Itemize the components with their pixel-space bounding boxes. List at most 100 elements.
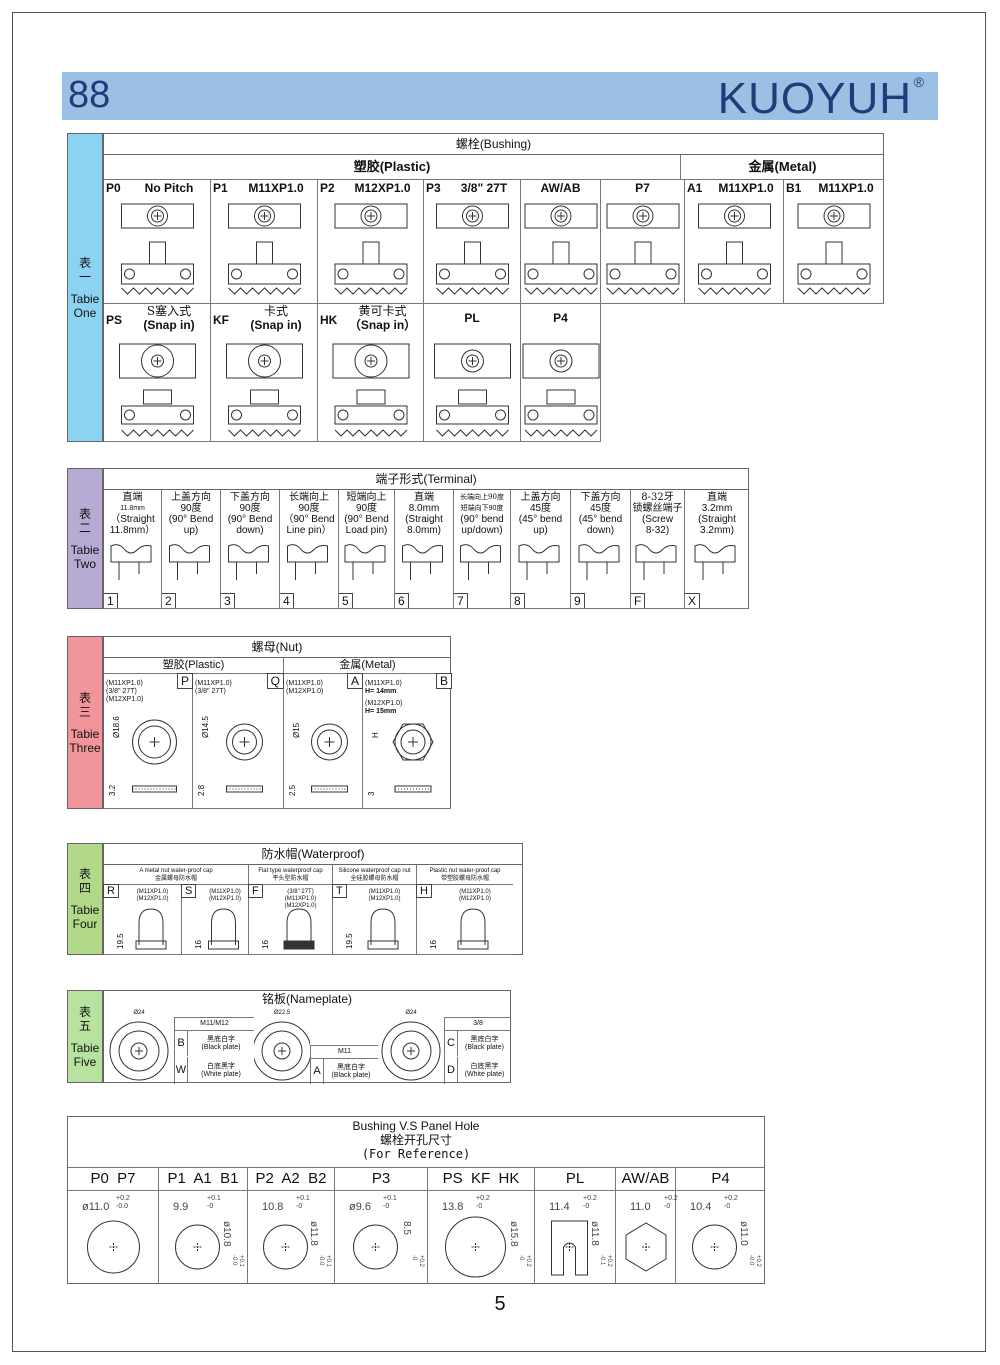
terminal-code: 3 <box>221 593 235 608</box>
bushing-name: M11XP1.0 <box>248 181 304 195</box>
snapin-label: 黄可卡式（Snap in） <box>342 304 423 332</box>
terminal-l1: 45度 <box>589 503 612 514</box>
panel-hole-dim2: ø11.0 <box>738 1221 749 1246</box>
bushing-name: M12XP1.0 <box>354 181 411 195</box>
table6-title-en: Bushing V.S Panel Hole <box>352 1119 480 1133</box>
bushing-code: P1 <box>213 181 228 195</box>
nut-code: A <box>346 673 363 689</box>
nut-spec-text: (M11XP1.0) (M12XP1.0) <box>286 680 324 695</box>
table3-side-label: 表三 Tabie Three <box>67 636 103 809</box>
panel-hole-tol2: +0.2 -0.0 <box>748 1255 761 1267</box>
panel-hole-drawing <box>692 1224 737 1270</box>
bushing-cell: AW/AB <box>521 180 601 304</box>
waterproof-code: H <box>416 884 432 898</box>
panel-hole-header: P1 A1 B1 <box>159 1167 248 1191</box>
panel-hole-drawing <box>625 1222 667 1272</box>
nut-height: 3 <box>367 791 376 796</box>
nut-height: 2.5 <box>288 784 297 796</box>
nameplate-option-cn: 黑底白字 <box>470 1036 499 1043</box>
page-header: 88 KUOYUH ® <box>62 72 938 123</box>
snapin-cell: P4 <box>521 304 601 442</box>
terminal-l1: 90度 <box>180 503 202 514</box>
terminal-drawing <box>518 544 560 580</box>
table5-side-label: 表五 Tabie Five <box>67 990 103 1083</box>
nut-spec1: (M11XP1.0) <box>365 680 402 687</box>
table3-nut: 螺母(Nut) 塑胶(Plastic) 金属(Metal) P(M11XP1.0… <box>103 636 452 809</box>
terminal-code: 2 <box>162 593 176 608</box>
page-number: 5 <box>494 1293 506 1315</box>
waterproof-drawing <box>135 908 167 950</box>
table5-title: 铭板(Nameplate) <box>261 992 353 1006</box>
panel-hole-code: AW/AB <box>621 1170 670 1187</box>
panel-hole-drawing <box>175 1224 220 1270</box>
nut-dia: Ø15 <box>292 722 301 738</box>
terminal-code: 7 <box>454 593 468 608</box>
nut-spec: (M11XP1.0) (M12XP1.0) <box>286 680 323 696</box>
panel-hole-tol2: +0.2 -0 <box>518 1255 531 1267</box>
terminal-code: 9 <box>571 593 585 608</box>
nameplate-option-code: B <box>175 1030 188 1056</box>
waterproof-drawing <box>283 908 315 950</box>
terminal-drawing <box>694 544 736 580</box>
terminal-code: F <box>631 593 646 608</box>
terminal-code: 8 <box>511 593 525 608</box>
terminal-l2: (90° Bend <box>227 514 273 525</box>
terminal-cn: 短端向上 <box>346 492 387 503</box>
bushing-cell: P7 <box>601 180 685 304</box>
terminal-l2: (Straight <box>698 514 736 525</box>
nameplate-option-text: 黑底白字(Black plate) <box>324 1064 378 1080</box>
snapin-name: P4 <box>553 311 568 325</box>
bushing-code: B1 <box>786 181 802 195</box>
bushing-drawing <box>797 203 871 295</box>
panel-hole-header: P3 <box>335 1167 428 1191</box>
table3-plastic-header: 塑胶(Plastic) <box>104 658 284 674</box>
nut-drawing <box>311 723 348 793</box>
terminal-code: 5 <box>339 593 353 608</box>
table1-metal-header: 金属(Metal) <box>681 155 884 180</box>
panel-hole-tol: +0.1 -0 <box>383 1195 397 1210</box>
nameplate-option-cn: 白底黑字 <box>207 1063 235 1070</box>
table1-side-label: 表一 Tabie One <box>67 133 103 442</box>
terminal-l3: 8.0mm) <box>407 525 441 536</box>
panel-hole-tol: +0.1 -0 <box>296 1195 310 1210</box>
panel-hole-dim: 9.9 <box>173 1201 189 1213</box>
nut-spec-text: (M11XP1.0) (3/8" 27T) <box>195 680 232 695</box>
panel-hole-header: P0 P7 <box>68 1167 159 1191</box>
registered-mark: ® <box>913 74 924 90</box>
nameplate-spec: M11/M12 <box>175 1018 254 1031</box>
waterproof-cell: H(M11XP1.0) (M12XP1.0)16 <box>416 884 513 955</box>
bushing-name: No Pitch <box>144 181 194 195</box>
nut-code: Q <box>266 673 284 689</box>
panel-hole-dim2: ø10.8 <box>221 1221 232 1247</box>
terminal-l2: (90° bend <box>460 514 504 525</box>
bushing-name: AW/AB <box>540 181 581 195</box>
snapin-cell: PL <box>424 304 521 442</box>
nut-spec2: (M12XP1.0) <box>365 700 403 707</box>
nameplate-option-en: (White plate) <box>201 1071 241 1078</box>
terminal-l2: (90° Bend <box>168 514 214 525</box>
terminal-drawing <box>460 544 501 580</box>
panel-hole-dim2: ø15.8 <box>508 1221 519 1247</box>
nut-dia: H <box>371 732 380 738</box>
table6-panel-hole: Bushing V.S Panel Hole 螺栓开孔尺寸 (For Refer… <box>67 1116 765 1284</box>
terminal-l3: up) <box>183 525 199 536</box>
terminal-code: 6 <box>395 593 409 608</box>
snapin-name: (Snap in) <box>143 318 195 332</box>
terminal-l3: Load pin) <box>345 525 388 536</box>
panel-hole-header: P2 A2 B2 <box>248 1167 335 1191</box>
